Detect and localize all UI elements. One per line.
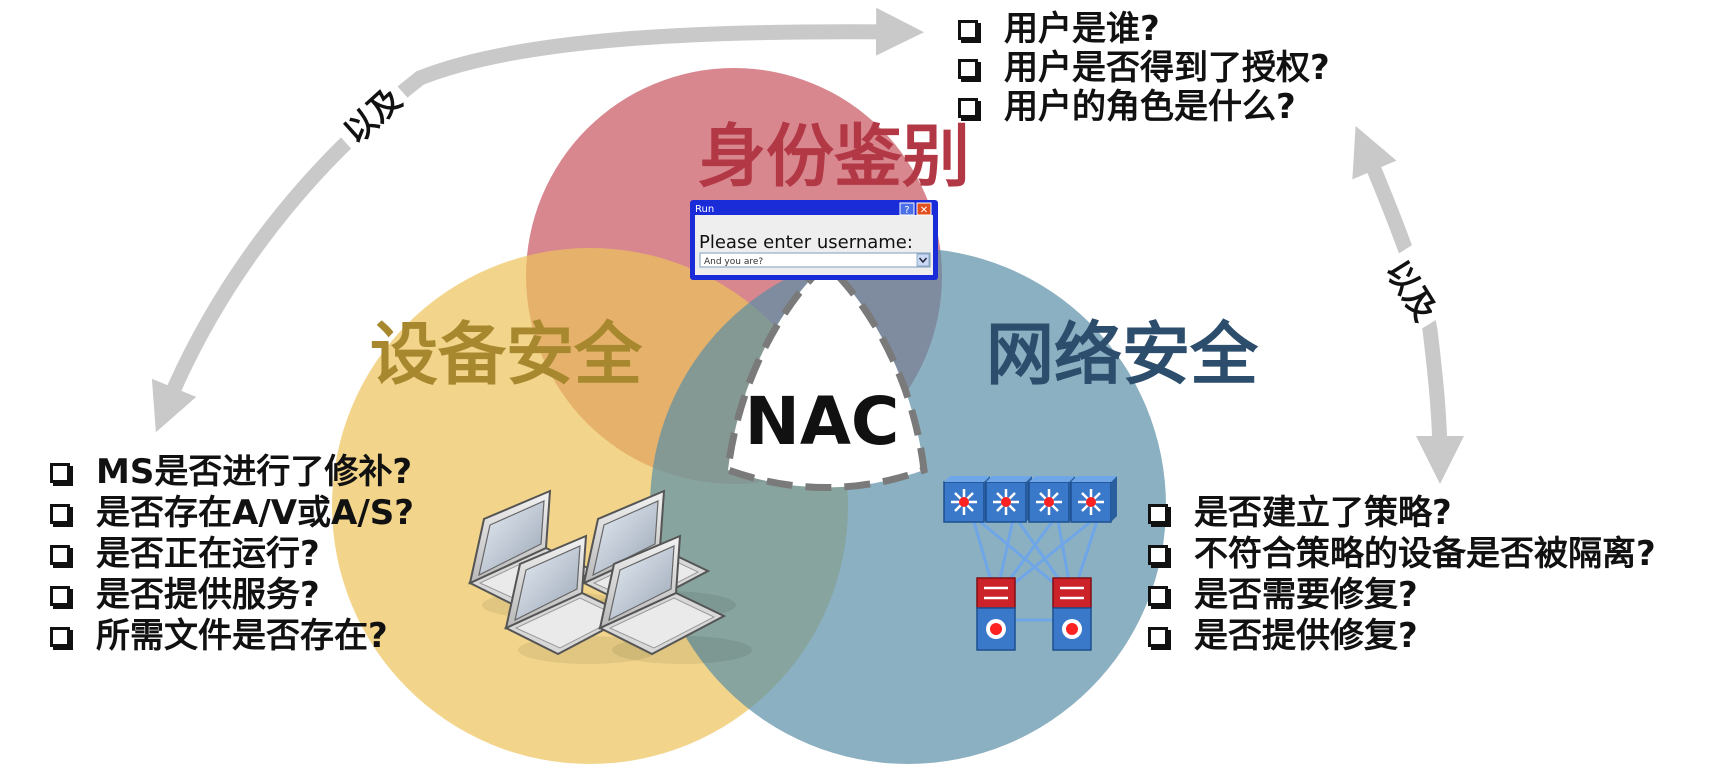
- list-item: 是否提供服务?: [50, 575, 414, 616]
- list-item: 是否提供修复?: [1148, 616, 1656, 657]
- list-item-text: 是否需要修复?: [1194, 575, 1418, 615]
- checkbox-icon: [1148, 544, 1168, 565]
- run-dialog-prompt: Please enter username:: [699, 232, 913, 253]
- checkbox-icon: [50, 544, 70, 565]
- list-item-text: MS是否进行了修补?: [96, 452, 413, 492]
- identity-question-list: 用户是谁? 用户是否得到了授权? 用户的角色是什么?: [958, 10, 1330, 127]
- identity-title: 身份鉴别: [698, 118, 970, 197]
- list-item: 用户的角色是什么?: [958, 88, 1330, 127]
- list-item-text: 用户的角色是什么?: [1004, 87, 1296, 127]
- network-title: 网络安全: [986, 316, 1259, 395]
- list-item: 是否建立了策略?: [1148, 493, 1656, 534]
- checkbox-icon: [50, 462, 70, 483]
- device-question-list: MS是否进行了修补? 是否存在A/V或A/S? 是否正在运行? 是否提供服务? …: [50, 452, 414, 657]
- list-item: MS是否进行了修补?: [50, 452, 414, 493]
- list-item-text: 是否提供服务?: [96, 575, 320, 615]
- list-item: 是否需要修复?: [1148, 575, 1656, 616]
- run-dialog: Run ? ✕ Please enter username: And you a…: [690, 200, 938, 280]
- list-item-text: 不符合策略的设备是否被隔离?: [1194, 534, 1656, 574]
- checkbox-icon: [1148, 585, 1168, 606]
- list-item-text: 是否存在A/V或A/S?: [96, 493, 414, 533]
- list-item-text: 是否建立了策略?: [1194, 493, 1452, 533]
- checkbox-icon: [50, 626, 70, 647]
- list-item: 是否存在A/V或A/S?: [50, 493, 414, 534]
- svg-text:✕: ✕: [920, 205, 928, 216]
- username-input[interactable]: And you are?: [699, 252, 931, 268]
- checkbox-icon: [958, 19, 978, 40]
- checkbox-icon: [1148, 503, 1168, 524]
- help-icon[interactable]: ?: [899, 202, 915, 216]
- list-item-text: 用户是谁?: [1004, 9, 1160, 49]
- list-item-text: 是否正在运行?: [96, 534, 320, 574]
- username-input-value: And you are?: [704, 257, 763, 267]
- nac-label: NAC: [745, 383, 900, 460]
- checkbox-icon: [50, 585, 70, 606]
- checkbox-icon: [958, 97, 978, 118]
- run-dialog-title: Run: [695, 204, 714, 215]
- dropdown-chevron-icon[interactable]: [916, 253, 930, 267]
- list-item: 用户是否得到了授权?: [958, 49, 1330, 88]
- list-item-text: 用户是否得到了授权?: [1004, 48, 1330, 88]
- checkbox-icon: [1148, 626, 1168, 647]
- list-item-text: 是否提供修复?: [1194, 616, 1418, 656]
- network-question-list: 是否建立了策略? 不符合策略的设备是否被隔离? 是否需要修复? 是否提供修复?: [1148, 493, 1656, 657]
- network-switches-illustration: [942, 474, 1119, 651]
- top-left-curved-arrow: [151, 7, 924, 433]
- list-item: 不符合策略的设备是否被隔离?: [1148, 534, 1656, 575]
- checkbox-icon: [50, 503, 70, 524]
- list-item-text: 所需文件是否存在?: [96, 616, 388, 656]
- svg-text:?: ?: [904, 205, 909, 216]
- device-title: 设备安全: [370, 316, 643, 395]
- list-item: 所需文件是否存在?: [50, 616, 414, 657]
- right-curved-arrow: [1352, 125, 1464, 485]
- checkbox-icon: [958, 58, 978, 79]
- list-item: 是否正在运行?: [50, 534, 414, 575]
- list-item: 用户是谁?: [958, 10, 1330, 49]
- close-icon[interactable]: ✕: [916, 202, 932, 216]
